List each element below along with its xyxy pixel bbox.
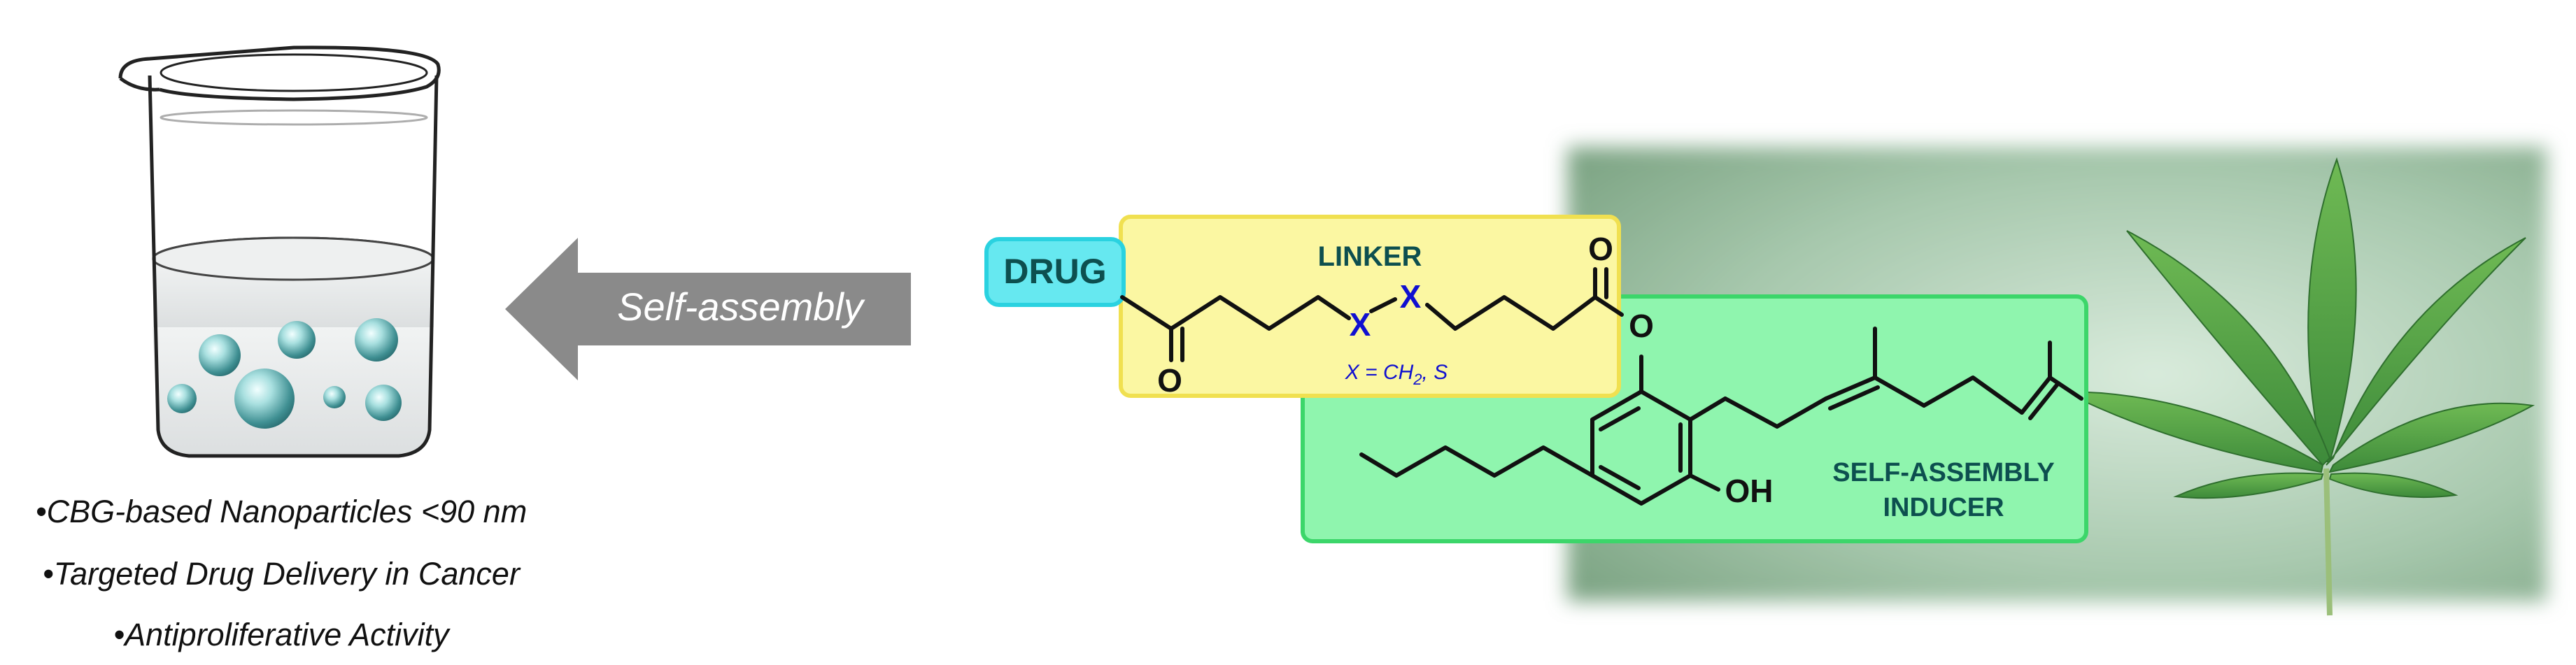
- bullet-antiproliferative: •Antiproliferative Activity: [113, 617, 449, 652]
- inducer-label-line1: SELF-ASSEMBLY: [1832, 458, 2054, 487]
- ketone-oxygen: O: [1157, 362, 1182, 399]
- nanoparticle: [167, 384, 197, 413]
- ester-oxygen: O: [1629, 308, 1654, 344]
- molecule-bonds: [1120, 267, 2083, 506]
- linker-label: LINKER: [1318, 241, 1422, 272]
- beaker: [118, 45, 441, 458]
- ester-carbonyl-oxygen: O: [1588, 231, 1613, 267]
- linker-note: X = CH2, S: [1345, 361, 1448, 388]
- linker-x-atom-1: X: [1350, 306, 1371, 343]
- linker-box: [1119, 215, 1621, 398]
- self-assembly-arrow: Self-assembly: [505, 238, 911, 380]
- nanoparticle: [355, 318, 398, 362]
- leaf-stem: [2323, 468, 2333, 616]
- linker-x-atom-2: X: [1400, 278, 1422, 315]
- nanoparticles: [167, 318, 402, 429]
- drug-label: DRUG: [1003, 252, 1106, 291]
- hydroxyl-group: OH: [1725, 473, 1774, 509]
- arrow-label: Self-assembly: [617, 285, 865, 329]
- drug-box: [984, 237, 1126, 307]
- nanoparticle: [278, 321, 316, 359]
- nanoparticle: [323, 386, 346, 408]
- cannabis-leaf-icon: [2063, 157, 2535, 499]
- nanoparticle: [234, 369, 295, 429]
- nanoparticle: [199, 334, 241, 376]
- bullet-targeted-delivery: •Targeted Drug Delivery in Cancer: [43, 556, 520, 592]
- nanoparticle: [365, 385, 402, 421]
- inducer-label-line2: INDUCER: [1883, 493, 2004, 522]
- bullet-nanoparticles: •CBG-based Nanoparticles <90 nm: [35, 494, 528, 529]
